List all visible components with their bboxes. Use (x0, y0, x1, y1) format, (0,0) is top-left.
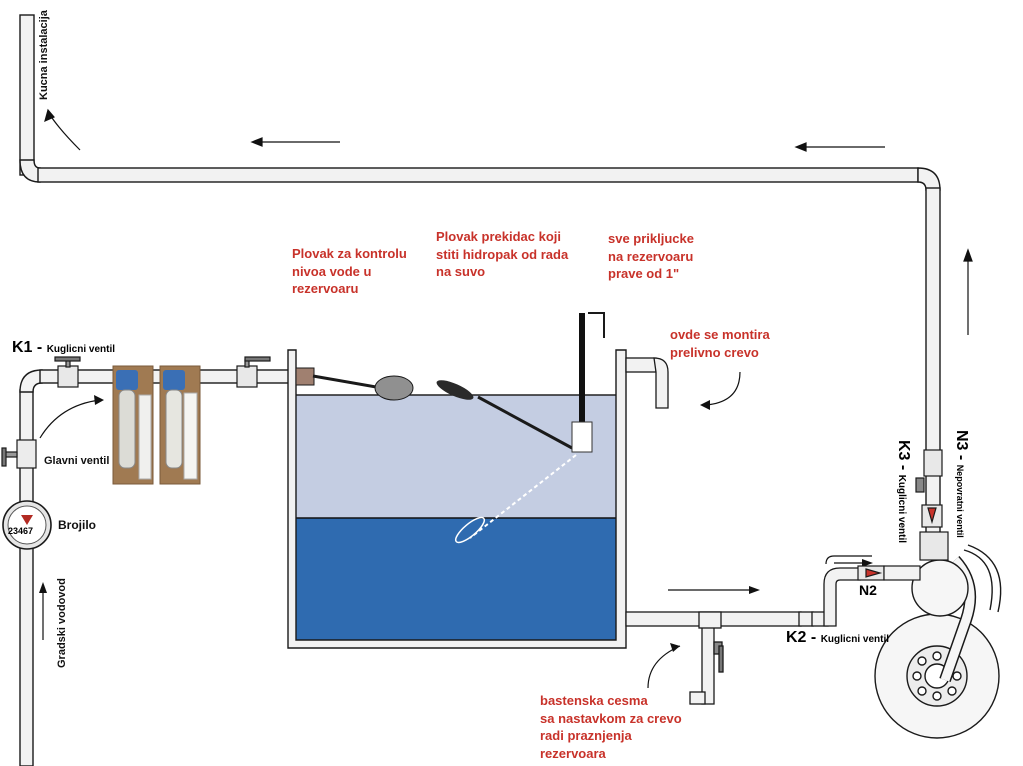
label-k1-code: K1 - (12, 339, 43, 356)
label-plovak-prekidac-line1: Plovak prekidac koji (436, 229, 562, 244)
label-cesma-line4: rezervoara (540, 745, 606, 761)
label-n3-code: N3 - (953, 430, 970, 461)
label-k3: K3 - Kuglicni ventil (894, 440, 912, 543)
label-plovak-kontrola-line3: rezervoaru (292, 281, 359, 297)
label-k2-code: K2 - (786, 629, 817, 646)
meter-reading: 23467 (8, 526, 34, 536)
label-kucna-instalacija: Kucna instalacija (38, 10, 50, 100)
label-plovak-kontrola-line1: Plovak za kontrolu (292, 246, 407, 261)
label-cesma-line2: sa nastavkom za crevo (540, 710, 682, 726)
label-plovak-prekidac-line2: stiti hidropak od rada (436, 246, 569, 262)
float-level-control (295, 367, 414, 401)
flow-arrows-top (44, 108, 973, 335)
label-prikljucke: sve prikljucke na rezervoaru prave od 1" (608, 230, 694, 283)
label-cesma-line1: bastenska cesma (540, 693, 648, 708)
label-plovak-prekidac: Plovak prekidac koji stiti hidropak od r… (436, 228, 568, 281)
city-water-riser (19, 369, 291, 766)
label-n3: N3 - Nepovratni ventil (952, 430, 970, 538)
label-k1-text: Kuglicni ventil (46, 344, 116, 355)
label-k2: K2 - Kuglicni ventil (786, 629, 889, 647)
label-cesma: bastenska cesma sa nastavkom za crevo ra… (540, 692, 682, 762)
water-filters-photo (112, 365, 201, 485)
pump (874, 544, 1002, 739)
label-plovak-prekidac-line3: na suvo (436, 264, 486, 280)
label-k3-text: Kuglicni ventil (896, 474, 907, 544)
label-prikljucke-line1: sve prikljucke (608, 231, 694, 246)
float-switch (436, 312, 605, 544)
n2-check-valve (857, 565, 885, 581)
label-glavni-ventil: Glavni ventil (44, 455, 110, 467)
label-prelivno-line2: prelivno crevo (670, 344, 759, 360)
label-prelivno: ovde se montira prelivno crevo (670, 326, 770, 361)
label-cesma-line3: radi praznjenja (540, 728, 632, 744)
label-n3-text: Nepovratni ventil (955, 464, 965, 538)
overflow-fitting (625, 357, 669, 409)
label-prikljucke-line3: prave od 1" (608, 266, 680, 282)
label-plovak-kontrola-line2: nivoa vode u (292, 263, 372, 279)
label-brojilo: Brojilo (58, 518, 96, 532)
water-meter (2, 500, 52, 550)
label-gradski-vodovod: Gradski vodovod (56, 578, 68, 668)
label-k3-code: K3 - (895, 440, 912, 471)
label-n2: N2 (859, 582, 877, 598)
pump-riser-fittings (883, 449, 949, 581)
k1-ball-valve (54, 356, 271, 388)
label-k1: K1 - Kuglicni ventil (12, 339, 115, 357)
main-valve (1, 439, 37, 469)
label-prikljucke-line2: na rezervoaru (608, 248, 694, 264)
label-prelivno-line1: ovde se montira (670, 327, 770, 342)
label-k2-text: Kuglicni ventil (820, 634, 890, 645)
label-plovak-kontrola: Plovak za kontrolu nivoa vode u rezervoa… (292, 245, 407, 298)
